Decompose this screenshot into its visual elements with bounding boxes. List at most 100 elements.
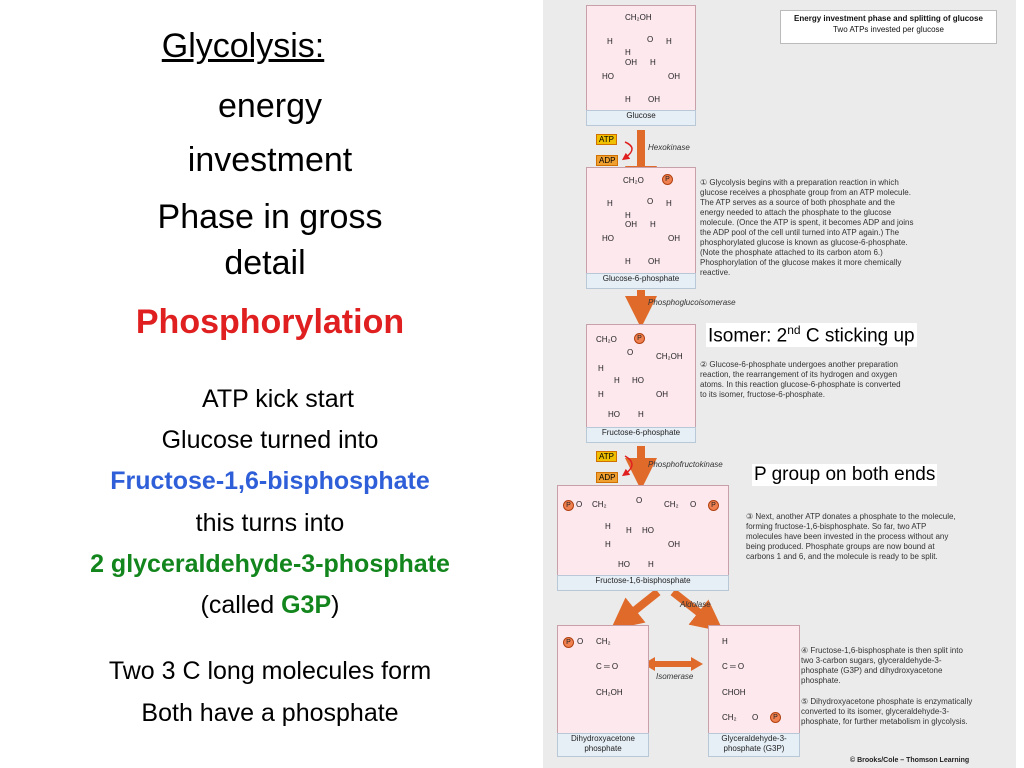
g3p-h: H [722,637,728,646]
f16bp-ch2-right: CH₂ [664,500,679,509]
atp-adp-curve-1 [621,141,633,161]
g3p-phosphate: P [770,712,781,723]
figure-header-sub: Two ATPs invested per glucose [832,25,945,34]
f6p-o: O [627,348,634,357]
g6p-h3: H [625,211,631,220]
enzyme-phosphofructokinase: Phosphofructokinase [648,460,723,469]
g6p-phosphate: P [662,174,673,185]
glucose-h3: H [625,48,631,57]
text-called-post: ) [331,591,340,619]
text-both-phosphate: Both have a phosphate [141,699,399,727]
step-5-description: ⑤ Dihydroxyacetone phosphate is enzymati… [801,697,973,726]
dhap-caption: Dihydroxyacetone phosphate [557,733,649,757]
f16bp-h2: H [626,526,632,535]
text-fructose-bisphosphate: Fructose-1,6-bisphosphate [110,467,430,495]
arrow-isomerase-head-left [643,657,655,671]
g6p-oh2: OH [668,234,680,243]
f6p-h2: H [614,376,620,385]
text-called-g3p-abbrev: G3P [281,591,332,619]
step-3-description: ③ Next, another ATP donates a phosphate … [746,512,956,561]
slide-title: Glycolysis: [0,26,513,66]
text-called-pre: (called [200,591,282,619]
glucose-caption: Glucose [586,110,696,126]
glucose-h5: H [625,95,631,104]
title-energy: energy [218,87,322,125]
dhap-phosphate: P [563,637,574,648]
glucose-box [586,5,696,112]
f16bp-o-ring: O [636,496,643,505]
f16bp-oh1: OH [668,540,680,549]
f6p-ch2o: CH₂O [596,335,617,344]
enzyme-aldolase: Aldolase [680,600,711,609]
f16bp-caption: Fructose-1,6-bisphosphate [557,575,729,591]
f16bp-ho2: HO [618,560,630,569]
glucose-h1: H [607,37,613,46]
atp-badge-2: ATP [596,451,617,462]
f6p-h3: H [598,390,604,399]
step-4-description: ④ Fructose-1,6-bisphosphate is then spli… [801,646,963,685]
glucose-oh3: OH [648,95,660,104]
title-detail: detail [224,244,306,282]
glucose-h4: H [650,58,656,67]
text-atp-kick: ATP kick start [202,385,354,413]
atp-adp-curve-2 [621,455,633,477]
figure-header-title: Energy investment phase and splitting of… [794,14,983,23]
enzyme-hexokinase: Hexokinase [648,143,690,152]
callout-isomer-pre: Isomer: 2 [708,325,788,347]
dhap-ch2: CH₂ [596,637,611,646]
text-called-g3p: (called G3P) [0,590,540,620]
g6p-caption: Glucose-6-phosphate [586,273,696,289]
callout-isomer: Isomer: 2nd C sticking up [706,323,917,348]
glucose-ho: HO [602,72,614,81]
f6p-h4: H [638,410,644,419]
callout-isomer-post: C sticking up [800,325,915,347]
callout-isomer-sup: nd [787,323,801,337]
g6p-o: O [647,197,654,206]
g3p-caption: Glyceraldehyde-3-phosphate (G3P) [708,733,800,757]
dhap-co: C ═ O [596,662,619,671]
enzyme-isomerase: Isomerase [656,672,694,681]
f16bp-h1: H [605,522,611,531]
f6p-caption: Fructose-6-phosphate [586,427,696,443]
figure-credit: © Brooks/Cole – Thomson Learning [850,757,970,764]
f16bp-ch2-left: CH₂ [592,500,607,509]
f6p-oh1: OH [656,390,668,399]
arrow-isomerase-head-right [691,657,703,671]
adp-badge-2: ADP [596,472,619,483]
atp-badge-1: ATP [596,134,617,145]
arrow-split-right [670,588,724,632]
f16bp-phosphate-right: P [708,500,719,511]
step-1-description: ① Glycolysis begins with a preparation r… [700,178,914,277]
f16bp-phosphate-left: P [563,500,574,511]
step-2-description: ② Glucose-6-phosphate undergoes another … [700,360,901,399]
glucose-oh2: OH [668,72,680,81]
glucose-oh1: OH [625,58,637,67]
f16bp-o-right: O [690,500,697,509]
g3p-co: C ═ O [722,662,745,671]
title-glycolysis: Glycolysis: [161,27,325,65]
f16bp-h3: H [605,540,611,549]
g6p-oh3: OH [648,257,660,266]
f6p-ho1: HO [632,376,644,385]
text-g3p-full: 2 glyceraldehyde-3-phosphate [90,550,450,578]
f6p-h1: H [598,364,604,373]
g6p-ch2o: CH₂O [623,176,644,185]
text-glucose-into: Glucose turned into [161,426,379,454]
text-two-molecules: Two 3 C long molecules form [108,657,432,685]
g6p-oh1: OH [625,220,637,229]
dhap-ch2oh: CH₂OH [596,688,623,697]
glucose-ch2oh: CH₂OH [625,13,652,22]
g6p-h4: H [650,220,656,229]
f16bp-o-left: O [576,500,583,509]
arrow-split-left [610,588,661,630]
callout-p-group: P group on both ends [752,464,938,486]
title-investment: investment [187,141,353,179]
g3p-choh: CHOH [722,688,746,697]
f16bp-box [557,485,729,577]
title-phosphorylation: Phosphorylation [135,303,405,341]
adp-badge-1: ADP [596,155,619,166]
g6p-h2: H [666,199,672,208]
figure-header: Energy investment phase and splitting of… [780,10,997,44]
f6p-ho2: HO [608,410,620,419]
g3p-o: O [752,713,759,722]
